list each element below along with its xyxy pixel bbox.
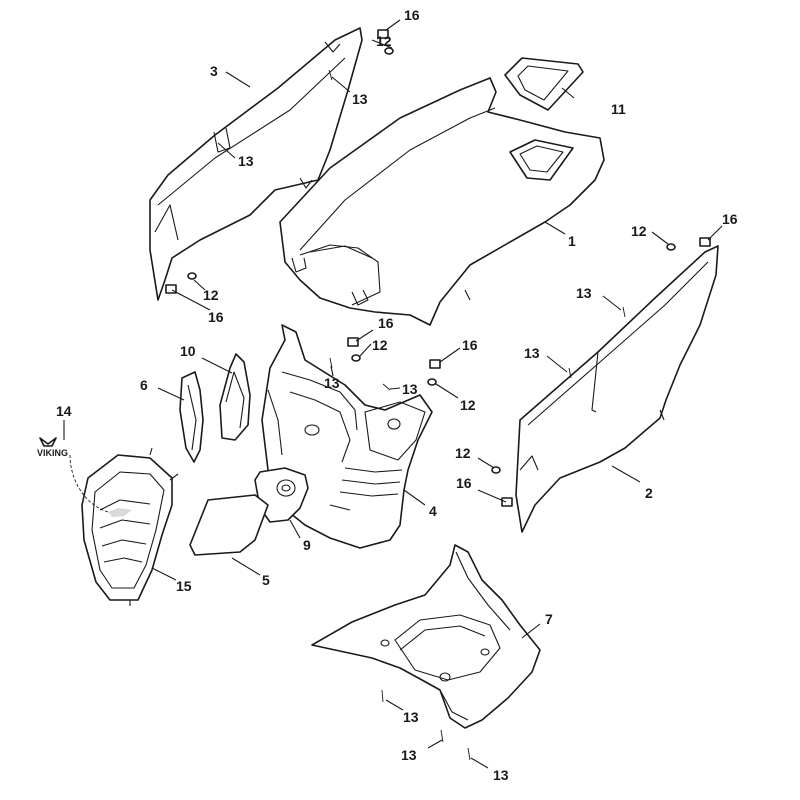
fastener-13-right-upper[interactable] — [622, 306, 626, 318]
part-1-hood-top[interactable] — [279, 77, 605, 326]
callout-1: 1 — [568, 233, 576, 249]
part-7-lower-body-pan[interactable] — [311, 544, 541, 729]
callout-16: 16 — [462, 337, 478, 353]
callout-9: 9 — [303, 537, 311, 553]
callout-16: 16 — [404, 7, 420, 23]
callout-2: 2 — [645, 485, 653, 501]
callout-6: 6 — [140, 377, 148, 393]
callout-16: 16 — [208, 309, 224, 325]
part-6-small-side-cover[interactable] — [179, 371, 204, 463]
callout-13: 13 — [403, 709, 419, 725]
callout-13: 13 — [401, 747, 417, 763]
callout-14: 14 — [56, 403, 72, 419]
fastener-13-top-left[interactable] — [328, 69, 333, 81]
callout-13: 13 — [324, 375, 340, 391]
fastener-16-top-left[interactable] — [377, 29, 389, 39]
fastener-12-top-left[interactable] — [384, 47, 394, 55]
callout-13: 13 — [352, 91, 368, 107]
callout-13: 13 — [576, 285, 592, 301]
fastener-13-center-left[interactable] — [329, 357, 333, 369]
callout-15: 15 — [176, 578, 192, 594]
fastener-12-right-top[interactable] — [666, 243, 676, 251]
callout-16: 16 — [456, 475, 472, 491]
fastener-12-right-lower[interactable] — [491, 466, 501, 474]
callout-13: 13 — [402, 381, 418, 397]
part-14-logo-badge[interactable]: VIKING — [37, 437, 68, 458]
callout-10: 10 — [180, 343, 196, 359]
callout-12: 12 — [372, 337, 388, 353]
logo-mark-icon — [39, 437, 57, 447]
callout-labels: 16 12 13 3 13 11 1 12 16 13 13 12 16 16 … — [56, 7, 738, 783]
part-5-headlight-lens[interactable] — [189, 494, 269, 556]
fastener-16-left-lower[interactable] — [165, 284, 177, 294]
callout-16: 16 — [378, 315, 394, 331]
part-11-vent-grille[interactable] — [504, 57, 584, 111]
fastener-16-right-lower[interactable] — [501, 497, 513, 507]
callout-4: 4 — [429, 503, 437, 519]
fastener-13-center-right[interactable] — [382, 383, 391, 391]
fastener-13-right-middle[interactable] — [568, 367, 572, 379]
part-2-right-side-panel[interactable] — [515, 245, 719, 533]
fastener-16-center-right[interactable] — [429, 359, 441, 369]
fastener-12-center[interactable] — [351, 354, 361, 362]
fastener-13-bottom-middle[interactable] — [440, 729, 444, 743]
fastener-12-left-lower[interactable] — [187, 272, 197, 280]
callout-7: 7 — [545, 611, 553, 627]
callout-13: 13 — [238, 153, 254, 169]
logo-dashed-leader — [69, 454, 109, 513]
logo-text: VIKING — [37, 448, 68, 458]
callout-12: 12 — [203, 287, 219, 303]
part-10-side-lens[interactable] — [219, 353, 251, 441]
callout-12: 12 — [631, 223, 647, 239]
fastener-12-center-right[interactable] — [427, 378, 437, 386]
callout-13: 13 — [493, 767, 509, 783]
fastener-13-bottom-right[interactable] — [467, 747, 471, 761]
fastener-16-center[interactable] — [347, 337, 359, 347]
part-15-front-grille[interactable] — [81, 447, 179, 606]
callout-12: 12 — [455, 445, 471, 461]
callout-12: 12 — [460, 397, 476, 413]
fastener-16-right-top[interactable] — [699, 237, 711, 247]
callout-16: 16 — [722, 211, 738, 227]
part-3-left-side-panel[interactable] — [149, 27, 363, 301]
leader-lines — [63, 19, 723, 769]
fastener-13-bottom-left[interactable] — [381, 689, 384, 703]
callout-13: 13 — [524, 345, 540, 361]
callout-12: 12 — [376, 33, 392, 49]
callout-5: 5 — [262, 572, 270, 588]
callout-11: 11 — [611, 101, 626, 117]
callout-3: 3 — [210, 63, 218, 79]
